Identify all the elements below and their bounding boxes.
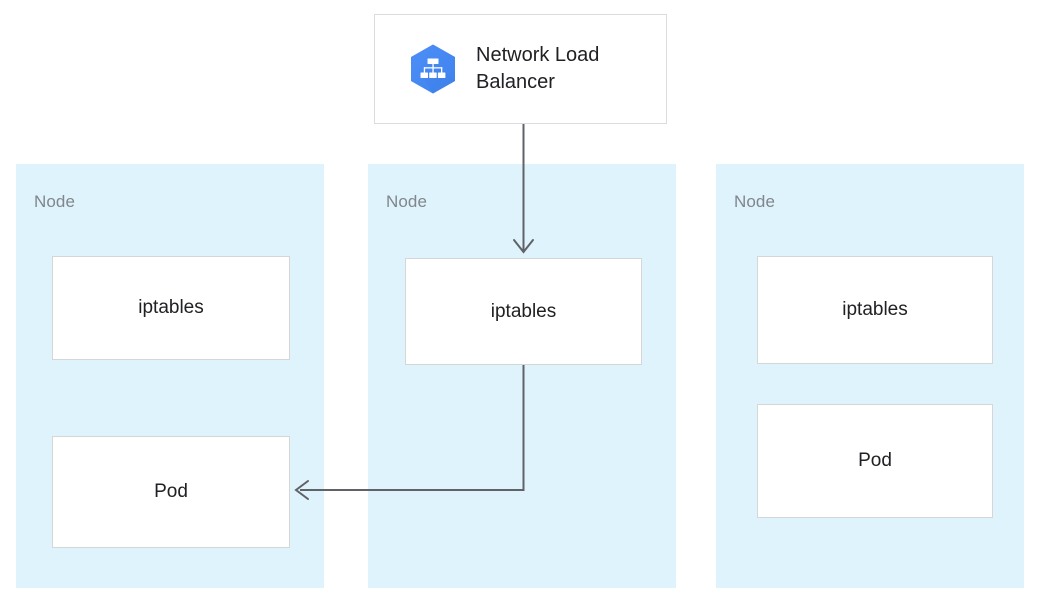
iptables-box-label: iptables [842,299,908,320]
pod-box-node-3[interactable]: Pod [757,404,993,518]
node-label-1: Node [34,192,76,211]
network-load-balancer-icon [408,43,458,95]
pod-box-label: Pod [858,450,892,471]
node-panel-2: Node [368,164,676,588]
node-panel-3: Node [716,164,1024,588]
network-load-balancer-label: Network Load Balancer [476,44,600,93]
iptables-box-node-2[interactable]: iptables [405,258,642,365]
node-label-2: Node [386,192,428,211]
pod-box-label: Pod [154,481,188,502]
pod-box-node-1[interactable]: Pod [52,436,290,548]
node-label-3: Node [734,192,776,211]
iptables-box-node-3[interactable]: iptables [757,256,993,364]
iptables-box-label: iptables [138,297,204,318]
iptables-box-node-1[interactable]: iptables [52,256,290,360]
iptables-box-label: iptables [490,300,557,322]
network-load-balancer-card[interactable]: Network Load Balancer [374,14,667,124]
